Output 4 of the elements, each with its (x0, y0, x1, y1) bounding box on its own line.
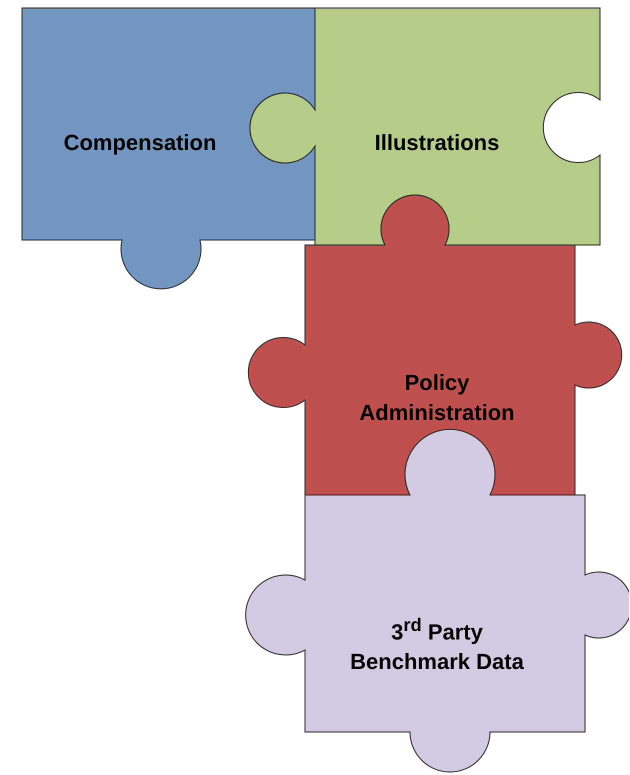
piece-label: 3$^{rd}$ Party Benchmark Data (349, 613, 525, 676)
piece-label: Illustrations (374, 129, 500, 157)
piece-label: Compensation (62, 129, 218, 157)
piece-label: Policy Administration (358, 369, 516, 427)
